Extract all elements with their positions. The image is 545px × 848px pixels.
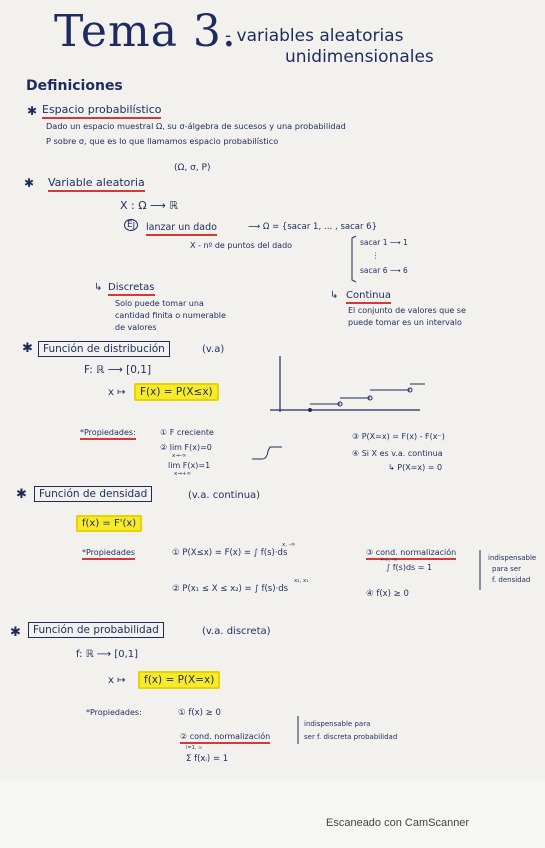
- props-label-text: *Propiedades:: [80, 428, 136, 440]
- probabilidad-prop2-formula: Σ f(xᵢ) = 1: [186, 754, 229, 764]
- variable-title: Variable aleatoria: [48, 176, 145, 192]
- espacio-title-text: Espacio probabilístico: [42, 103, 162, 119]
- probabilidad-map: f: ℝ ⟶ [0,1]: [76, 649, 139, 660]
- variable-title-text: Variable aleatoria: [48, 176, 145, 192]
- probabilidad-prop1: ① f(x) ≥ 0: [178, 708, 221, 718]
- continua-1: El conjunto de valores que se: [348, 306, 466, 315]
- probabilidad-formula: f(x) = P(X=x): [138, 671, 221, 689]
- espacio-title: Espacio probabilístico: [42, 103, 162, 119]
- subtitle-line1: - variables aleatorias: [225, 26, 404, 46]
- discretas-1: Solo puede tomar una: [115, 299, 204, 308]
- distribucion-prop2b: lim F(x)=1: [168, 461, 211, 470]
- discretas-title: Discretas: [108, 282, 155, 296]
- prop2-text: ② cond. normalización: [180, 732, 271, 744]
- probabilidad-title: Función de probabilidad: [28, 622, 164, 638]
- densidad-prop2-lim: x₂, x₁: [294, 578, 309, 584]
- definiciones-heading: Definiciones: [26, 78, 123, 94]
- notes-page: Tema 3. - variables aleatorias unidimens…: [10, 6, 537, 764]
- continua-2: puede tomar es un intervalo: [348, 318, 462, 327]
- mapping-2: ⋮: [372, 251, 380, 260]
- probabilidad-note-bracket: [297, 716, 299, 744]
- star-icon: ✱: [10, 625, 21, 640]
- probabilidad-props-label: *Propiedades:: [86, 708, 142, 717]
- distribucion-prop2a: ② lim F(x)=0: [160, 443, 212, 452]
- distribucion-prop2a-sub: x→-∞: [172, 453, 187, 459]
- distribucion-map: F: ℝ ⟶ [0,1]: [84, 364, 152, 376]
- espacio-text-1: Dado un espacio muestral Ω, su σ-álgebra…: [46, 121, 346, 131]
- densidad-note-2: para ser: [492, 565, 521, 573]
- distribucion-prop3: ③ P(X=x) = F(x) - F(x⁻): [352, 432, 445, 441]
- distribucion-suffix: (v.a): [202, 344, 225, 355]
- props-label-text: *Propiedades: [82, 548, 136, 560]
- densidad-note-3: f. densidad: [492, 576, 531, 584]
- probabilidad-note-2: ser f. discreta probabilidad: [304, 733, 398, 741]
- densidad-prop3: ③ cond. normalización: [366, 548, 457, 560]
- page-title: Tema 3.: [54, 6, 237, 57]
- continua-title: Continua: [346, 290, 391, 304]
- discretas-2: cantidad finita o numerable: [115, 311, 226, 320]
- distribucion-formula: F(x) = P(X≤x): [134, 383, 219, 401]
- probabilidad-note-1: indispensable para: [304, 720, 371, 728]
- densidad-note-bracket: [479, 550, 481, 590]
- densidad-prop3-formula: ∫ f(s)ds = 1: [386, 563, 433, 572]
- continua-title-text: Continua: [346, 290, 391, 304]
- densidad-formula: f(x) = F'(x): [76, 515, 143, 532]
- distribucion-prop1: ① F creciente: [160, 428, 214, 437]
- distribucion-prop2b-sub: x→+∞: [174, 471, 192, 477]
- star-icon: ✱: [16, 487, 27, 502]
- probabilidad-prop2: ② cond. normalización: [180, 732, 271, 744]
- star-icon: ✱: [27, 104, 38, 118]
- example-text: lanzar un dado: [146, 222, 217, 236]
- densidad-prop1: ① P(X≤x) = F(x) = ∫ f(s)·ds: [172, 548, 288, 558]
- densidad-prop2: ② P(x₁ ≤ X ≤ x₂) = ∫ f(s)·ds: [172, 584, 289, 594]
- distribucion-prop4: ④ Si X es v.a. continua: [352, 449, 443, 458]
- mapping-3: sacar 6 ⟶ 6: [360, 266, 408, 275]
- probabilidad-arrow: x ↦: [108, 675, 126, 686]
- densidad-prop4: ④ f(x) ≥ 0: [366, 589, 409, 599]
- distribucion-props-label: *Propiedades:: [80, 428, 136, 440]
- mapping-1: sacar 1 ⟶ 1: [360, 238, 408, 247]
- prop3-text: ③ cond. normalización: [366, 548, 457, 560]
- mapping-brace: [351, 235, 357, 283]
- sigmoid-sketch: [252, 446, 282, 460]
- probabilidad-prop2-lim: i=1, ∞: [186, 745, 203, 751]
- densidad-suffix: (v.a. continua): [188, 490, 261, 501]
- distribucion-arrow: x ↦: [108, 387, 126, 398]
- continua-arrow: ↳: [330, 290, 339, 301]
- densidad-note-1: indispensable: [488, 554, 537, 562]
- discretas-3: de valores: [115, 323, 157, 332]
- densidad-prop3-lim: +∞, -∞: [380, 557, 398, 563]
- densidad-props-label: *Propiedades: [82, 548, 136, 560]
- step-function-graph: [270, 356, 425, 412]
- densidad-prop1-lim: x, -∞: [282, 542, 296, 548]
- example-text-span: lanzar un dado: [146, 222, 217, 236]
- star-icon: ✱: [22, 341, 33, 356]
- scanner-footer: Escaneado con CamScanner: [326, 817, 470, 829]
- distribucion-title: Función de distribución: [38, 341, 170, 357]
- subtitle-line2: unidimensionales: [285, 47, 434, 67]
- espacio-text-2: P sobre σ, que es lo que llamamos espaci…: [46, 136, 279, 146]
- discretas-arrow: ↳: [94, 282, 103, 293]
- distribucion-prop4b: ↳ P(X=x) = 0: [388, 463, 443, 472]
- densidad-title: Función de densidad: [34, 486, 153, 502]
- discretas-title-text: Discretas: [108, 282, 155, 296]
- espacio-notation: (Ω, σ, P): [174, 163, 211, 173]
- example-badge: Ej: [124, 219, 139, 231]
- variable-map: X : Ω ⟶ ℝ: [120, 199, 179, 212]
- example-result: ⟶ Ω = {sacar 1, … , sacar 6}: [248, 222, 377, 232]
- star-icon: ✱: [24, 176, 35, 190]
- probabilidad-suffix: (v.a. discreta): [202, 626, 271, 637]
- example-x: X - nº de puntos del dado: [190, 241, 293, 250]
